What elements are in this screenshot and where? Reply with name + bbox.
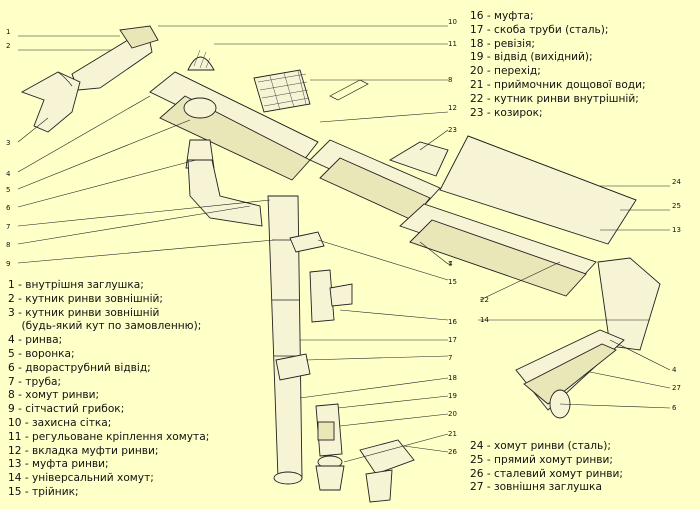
legend-entry: 2 - кутник ринви зовнішній; <box>8 292 163 305</box>
legend-entry: 6 - двораструбний відвід; <box>8 361 151 374</box>
revision <box>315 403 343 457</box>
gutter-middle <box>309 139 449 221</box>
legend-entry: 16 - муфта; <box>470 10 534 22</box>
legend-entry: 1 - внутрішня заглушка; <box>8 279 144 291</box>
legend-entry: 25 - прямий хомут ринви; <box>470 453 613 466</box>
legend-entry: 5 - воронка; <box>8 347 75 360</box>
legend-entry: 4 - ринва; <box>8 334 63 347</box>
legend-entry: 12 - вкладка муфти ринви; <box>8 444 159 457</box>
callout-number: 17 <box>448 336 457 344</box>
legend-entry: 19 - відвід (вихідний); <box>470 51 593 64</box>
callout-labels: 1234567891011812232425134221415161771819… <box>6 18 681 456</box>
double-elbow <box>187 159 263 227</box>
callout-number: 4 <box>6 170 11 178</box>
callout-number: 11 <box>448 40 457 48</box>
callout-number: 24 <box>672 178 681 186</box>
callout-number: 2 <box>6 42 10 50</box>
callout-number: 20 <box>448 410 457 418</box>
callout-number: 7 <box>448 260 452 268</box>
legend-entry: 13 - муфта ринви; <box>8 458 109 471</box>
legend-entry: 3 - кутник ринви зовнішній <box>8 306 160 319</box>
mesh-cap <box>187 49 215 71</box>
callout-number: 8 <box>6 241 10 249</box>
legend-entry: 10 - захисна сітка; <box>8 416 112 429</box>
gutter-bottom-right <box>515 329 625 419</box>
legend-bottom-right: 24 - хомут ринви (сталь);25 - прямий хом… <box>470 440 623 495</box>
callout-number: 18 <box>448 374 457 382</box>
callout-number: 10 <box>448 18 457 26</box>
tee <box>309 269 353 323</box>
callout-number: 12 <box>448 104 457 112</box>
cover <box>439 135 637 245</box>
protective-mesh <box>253 69 311 113</box>
callout-number: 21 <box>448 430 457 438</box>
callout-number: 19 <box>448 392 457 400</box>
callout-lines <box>17 25 671 463</box>
downpipe <box>267 195 303 485</box>
outer-corner-left <box>20 71 81 133</box>
callout-number: 23 <box>448 126 457 134</box>
legend-entry: (будь-який кут по замовленню); <box>8 320 202 333</box>
legend-entry: 9 - сітчастий грибок; <box>8 403 125 416</box>
callout-number: 14 <box>480 316 489 324</box>
callout-number: 7 <box>448 354 452 362</box>
callout-number: 22 <box>480 296 489 304</box>
callout-number: 16 <box>448 318 457 326</box>
legend-entry: 17 - скоба труби (сталь); <box>470 23 609 36</box>
legend-left: 1 - внутрішня заглушка;2 - кутник ринви … <box>8 279 209 500</box>
callout-number: 4 <box>672 366 677 374</box>
gutter-right <box>399 203 661 351</box>
universal-clamp <box>289 231 325 253</box>
legend-entry: 23 - козирок; <box>470 106 543 119</box>
callout-number: 26 <box>448 448 457 456</box>
outlet-and-adapter <box>315 455 345 491</box>
callout-number: 13 <box>672 226 681 234</box>
legend-entry: 8 - хомут ринви; <box>8 389 100 402</box>
callout-number: 5 <box>6 186 10 194</box>
legend-top-right: 16 - муфта;17 - скоба труби (сталь);18 -… <box>470 10 646 120</box>
callout-number: 8 <box>448 76 452 84</box>
callout-number: 9 <box>6 260 10 268</box>
callout-number: 27 <box>672 384 681 392</box>
callout-number: 4 <box>448 260 453 268</box>
callout-number: 3 <box>6 139 10 147</box>
outer-corner-top <box>71 25 159 91</box>
legend-entry: 18 - ревізія; <box>470 37 535 50</box>
legend-entry: 20 - перехід; <box>470 65 541 78</box>
legend-entry: 27 - зовнішня заглушка <box>470 481 602 494</box>
legend-entry: 15 - трійник; <box>8 485 79 498</box>
callout-number: 6 <box>672 404 677 412</box>
rainwater-receiver <box>359 439 415 503</box>
pipe-clamp <box>275 353 311 381</box>
callout-number: 6 <box>6 204 11 212</box>
legend-entry: 11 - регульоване кріплення хомута; <box>8 430 210 443</box>
legend-entry: 21 - приймочник дощової води; <box>470 78 646 91</box>
legend-entry: 7 - труба; <box>8 375 62 388</box>
legend-entry: 26 - сталевий хомут ринви; <box>470 467 623 480</box>
legend-entry: 22 - кутник ринви внутрішній; <box>470 92 639 105</box>
callout-number: 15 <box>448 278 457 286</box>
adjustable-bracket <box>329 79 369 101</box>
callout-number: 25 <box>672 202 681 210</box>
legend-entry: 14 - універсальний хомут; <box>8 472 154 485</box>
callout-number: 7 <box>6 223 10 231</box>
legend-entry: 24 - хомут ринви (сталь); <box>470 440 611 452</box>
callout-number: 1 <box>6 28 10 36</box>
